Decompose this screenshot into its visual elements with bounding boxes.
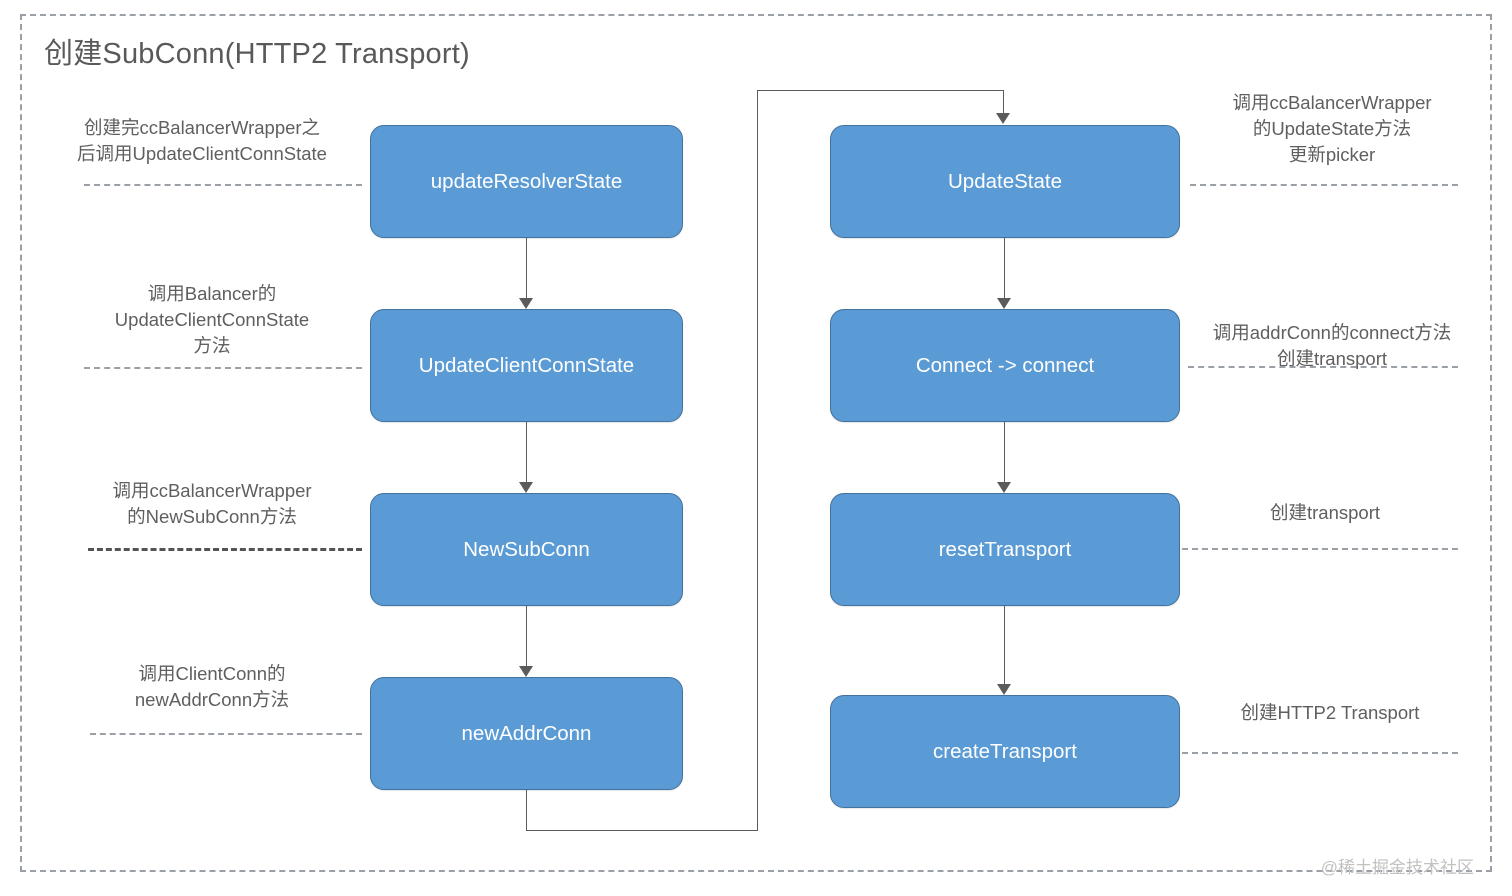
node-update-client-conn-state[interactable]: UpdateClientConnState — [370, 309, 683, 422]
annotation-left-4: 调用ClientConn的 newAddrConn方法 — [134, 663, 290, 710]
edge-update-resolver-to-update-client — [526, 238, 527, 298]
node-label: resetTransport — [938, 537, 1072, 561]
arrowhead-icon — [996, 113, 1010, 124]
annotation-left-1: 创建完ccBalancerWrapper之 后调用UpdateClientCon… — [77, 117, 327, 164]
arrowhead-icon — [519, 666, 533, 677]
node-connect[interactable]: Connect -> connect — [830, 309, 1180, 422]
node-reset-transport[interactable]: resetTransport — [830, 493, 1180, 606]
edge-top-horizontal — [757, 90, 1004, 91]
leader-line-right-3 — [1182, 548, 1458, 550]
node-label: updateResolverState — [430, 169, 623, 193]
leader-line-left-4 — [90, 733, 362, 735]
arrowhead-icon — [519, 482, 533, 493]
edge-right-riser — [757, 90, 758, 830]
arrowhead-icon — [997, 482, 1011, 493]
edge-new-sub-conn-to-new-addr-conn — [526, 606, 527, 666]
edge-update-state-to-connect — [1004, 238, 1005, 298]
edge-new-addr-conn-down — [526, 790, 527, 830]
node-label: UpdateState — [948, 169, 1062, 193]
annotation-right-2: 调用addrConn的connect方法 创建transport — [1212, 322, 1452, 369]
node-label: UpdateClientConnState — [418, 353, 635, 377]
annotation-left-2: 调用Balancer的 UpdateClientConnState 方法 — [114, 283, 310, 356]
node-label: Connect -> connect — [915, 353, 1095, 377]
annotation-right-1: 调用ccBalancerWrapper 的UpdateState方法 更新pic… — [1232, 92, 1432, 165]
watermark: @稀土掘金技术社区 — [1320, 858, 1474, 877]
annotation-left-3: 调用ccBalancerWrapper 的NewSubConn方法 — [112, 480, 312, 527]
node-label: createTransport — [933, 739, 1077, 763]
node-label: NewSubConn — [463, 537, 590, 561]
leader-line-right-4 — [1182, 752, 1458, 754]
node-new-addr-conn[interactable]: newAddrConn — [370, 677, 683, 790]
edge-connect-to-reset-transport — [1004, 422, 1005, 482]
edge-reset-transport-to-create-transport — [1004, 606, 1005, 684]
annotation-right-4: 创建HTTP2 Transport — [1240, 702, 1420, 723]
node-update-resolver-state[interactable]: updateResolverState — [370, 125, 683, 238]
node-label: newAddrConn — [461, 721, 592, 745]
leader-line-left-1 — [84, 184, 362, 186]
node-update-state[interactable]: UpdateState — [830, 125, 1180, 238]
leader-line-left-3 — [88, 548, 362, 551]
diagram-frame — [20, 14, 1492, 872]
edge-update-client-to-new-sub-conn — [526, 422, 527, 482]
arrowhead-icon — [997, 298, 1011, 309]
arrowhead-icon — [997, 684, 1011, 695]
edge-into-update-state — [1003, 90, 1004, 115]
leader-line-left-2 — [84, 367, 362, 369]
leader-line-right-2 — [1188, 366, 1458, 368]
leader-line-right-1 — [1190, 184, 1458, 186]
annotation-right-3: 创建transport — [1269, 502, 1380, 523]
node-new-sub-conn[interactable]: NewSubConn — [370, 493, 683, 606]
page-title: 创建SubConn(HTTP2 Transport) — [44, 38, 470, 70]
arrowhead-icon — [519, 298, 533, 309]
node-create-transport[interactable]: createTransport — [830, 695, 1180, 808]
edge-bottom-horizontal — [526, 830, 758, 831]
